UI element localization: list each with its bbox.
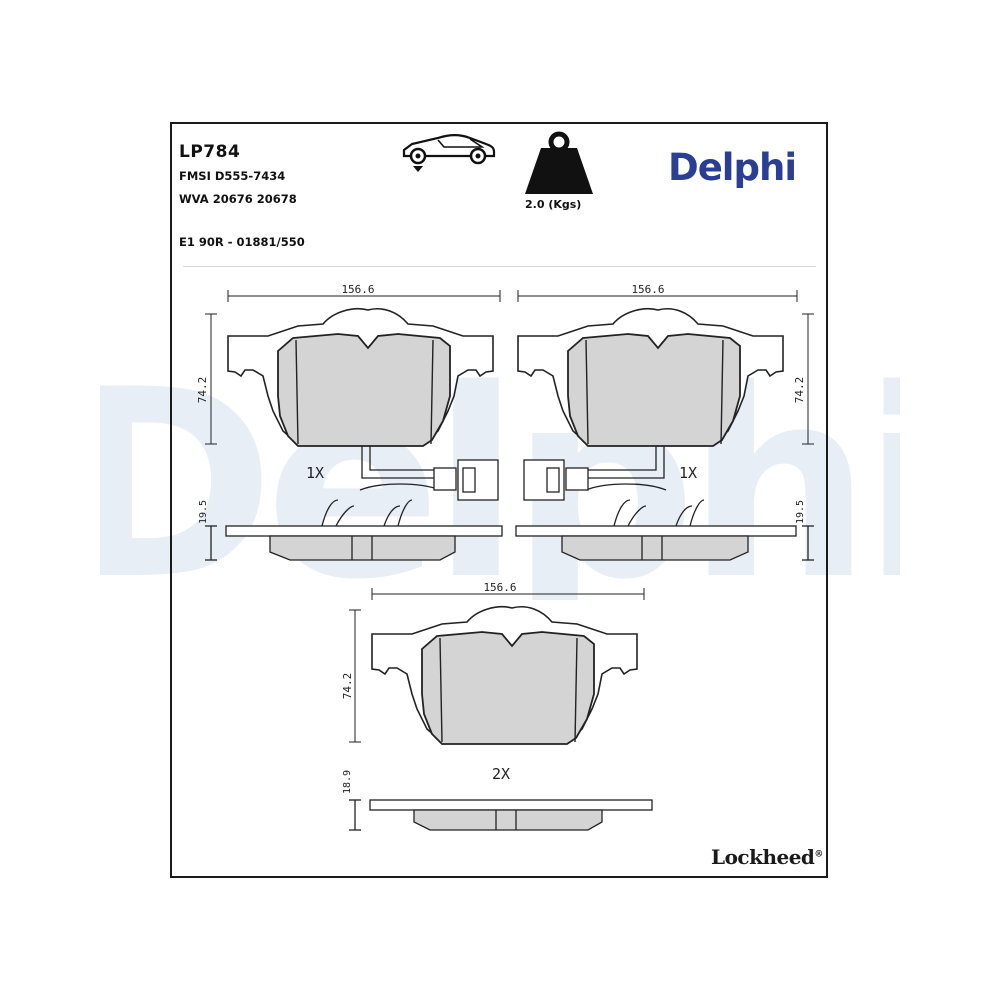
lockheed-logo: Lockheed® xyxy=(711,845,823,869)
tr-thickness-label: 19.5 xyxy=(795,500,806,524)
delphi-watermark: Delphi xyxy=(100,370,900,600)
part-number: LP784 xyxy=(179,142,241,162)
b-width-label: 156.6 xyxy=(483,581,516,594)
car-front-axle-icon xyxy=(402,133,496,172)
tr-quantity: 1X xyxy=(679,464,697,482)
lockheed-text: Lockheed xyxy=(711,845,815,869)
drawing-frame xyxy=(170,122,828,878)
wva-code: WVA 20676 20678 xyxy=(179,192,297,206)
tl-width-label: 156.6 xyxy=(341,283,374,296)
delphi-logo: Delphi xyxy=(668,146,797,189)
tr-height-label: 74.2 xyxy=(793,377,806,404)
tl-thickness-label: 19.5 xyxy=(198,500,209,524)
tl-quantity: 1X xyxy=(306,464,324,482)
b-thickness-label: 18.9 xyxy=(342,770,353,794)
tl-height-label: 74.2 xyxy=(196,377,209,404)
weight-icon xyxy=(525,131,593,194)
weight-label: 2.0 (Kgs) xyxy=(525,198,582,211)
tr-width-label: 156.6 xyxy=(631,283,664,296)
b-quantity: 2X xyxy=(492,765,510,783)
b-height-label: 74.2 xyxy=(341,673,354,700)
approval-code: E1 90R - 01881/550 xyxy=(179,235,305,249)
header-divider xyxy=(183,266,816,267)
registered-mark: ® xyxy=(814,849,823,860)
watermark-text: Delphi xyxy=(100,370,900,600)
fmsi-code: FMSI D555-7434 xyxy=(179,169,286,183)
